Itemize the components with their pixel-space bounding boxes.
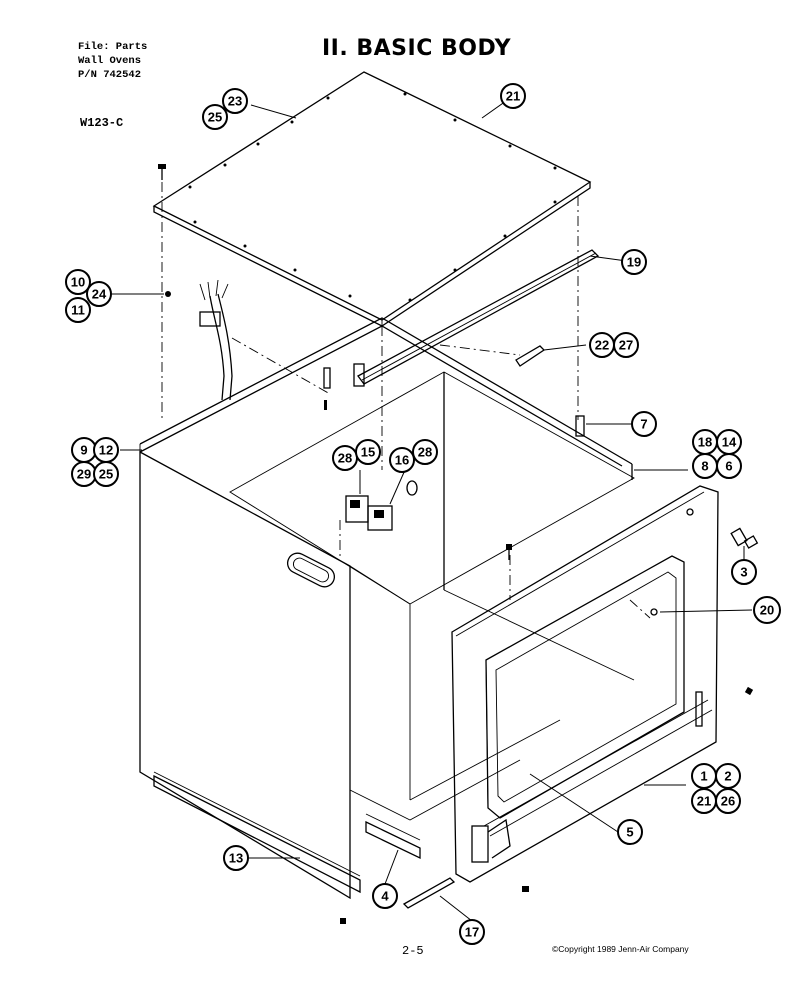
callout-label: 13 bbox=[229, 851, 243, 866]
page-number: 2-5 bbox=[402, 944, 424, 958]
callout-16: 16 bbox=[389, 447, 415, 473]
page-title: II. BASIC BODY bbox=[322, 36, 512, 61]
callout-label: 1 bbox=[700, 769, 707, 784]
trim-strip bbox=[402, 877, 456, 909]
screw-right bbox=[744, 686, 754, 696]
product-line: Wall Ovens bbox=[78, 55, 142, 67]
callout-14: 14 bbox=[716, 429, 742, 455]
callout-26: 26 bbox=[715, 788, 741, 814]
callout-label: 8 bbox=[701, 459, 708, 474]
callout-18: 18 bbox=[692, 429, 718, 455]
callout-28: 28 bbox=[332, 445, 358, 471]
callout-25: 25 bbox=[202, 104, 228, 130]
callout-22: 22 bbox=[589, 332, 615, 358]
callout-label: 7 bbox=[640, 417, 647, 432]
callout-label: 26 bbox=[721, 794, 735, 809]
callout-4: 4 bbox=[372, 883, 398, 909]
model-number: W123-C bbox=[80, 116, 124, 130]
knob-part bbox=[730, 527, 759, 549]
callout-label: 18 bbox=[698, 435, 712, 450]
callout-27: 27 bbox=[613, 332, 639, 358]
callout-label: 29 bbox=[77, 467, 91, 482]
slot-plate bbox=[323, 367, 331, 410]
callout-5: 5 bbox=[617, 819, 643, 845]
callout-12: 12 bbox=[93, 437, 119, 463]
callout-24: 24 bbox=[86, 281, 112, 307]
callout-label: 16 bbox=[395, 453, 409, 468]
callout-25-b: 25 bbox=[93, 461, 119, 487]
callout-label: 25 bbox=[208, 110, 222, 125]
callout-label: 2 bbox=[724, 769, 731, 784]
callout-label: 11 bbox=[71, 303, 85, 318]
callout-label: 20 bbox=[760, 603, 774, 618]
callout-6: 6 bbox=[716, 453, 742, 479]
callout-10: 10 bbox=[65, 269, 91, 295]
callout-label: 28 bbox=[338, 451, 352, 466]
callout-label: 4 bbox=[381, 889, 389, 904]
callout-7: 7 bbox=[631, 411, 657, 437]
callout-23: 23 bbox=[222, 88, 248, 114]
callout-28-b: 28 bbox=[412, 439, 438, 465]
cabinet-frame bbox=[139, 317, 635, 900]
callout-label: 21 bbox=[506, 89, 520, 104]
bracket-7 bbox=[575, 415, 585, 437]
leader-lines bbox=[112, 95, 753, 922]
file-line: File: Parts bbox=[78, 41, 148, 53]
callout-label: 19 bbox=[627, 255, 641, 270]
callout-label: 22 bbox=[595, 338, 609, 353]
callout-label: 27 bbox=[619, 338, 633, 353]
screw-bottom bbox=[340, 886, 529, 924]
callout-9: 9 bbox=[71, 437, 97, 463]
top-rail bbox=[353, 249, 600, 387]
part-number-line: P/N 742542 bbox=[78, 69, 142, 81]
callout-19: 19 bbox=[621, 249, 647, 275]
callout-11: 11 bbox=[65, 297, 91, 323]
callout-label: 21 bbox=[697, 794, 711, 809]
screw-front bbox=[506, 544, 512, 560]
callout-21: 21 bbox=[500, 83, 526, 109]
callout-label: 15 bbox=[361, 445, 375, 460]
copyright-notice: ©Copyright 1989 Jenn-Air Company bbox=[552, 944, 689, 954]
callout-8: 8 bbox=[692, 453, 718, 479]
callout-label: 17 bbox=[465, 925, 479, 940]
callout-15: 15 bbox=[355, 439, 381, 465]
callout-label: 6 bbox=[725, 459, 732, 474]
callout-21-b: 21 bbox=[691, 788, 717, 814]
callout-label: 28 bbox=[418, 445, 432, 460]
callout-3: 3 bbox=[731, 559, 757, 585]
top-screw bbox=[158, 164, 166, 180]
callout-17: 17 bbox=[459, 919, 485, 945]
front-frame bbox=[451, 485, 719, 883]
callout-label: 24 bbox=[92, 287, 107, 302]
callout-label: 10 bbox=[71, 275, 85, 290]
callout-label: 5 bbox=[626, 825, 633, 840]
callout-1: 1 bbox=[691, 763, 717, 789]
callout-label: 9 bbox=[80, 443, 87, 458]
callout-label: 12 bbox=[99, 443, 113, 458]
callout-label: 25 bbox=[99, 467, 113, 482]
callout-2: 2 bbox=[715, 763, 741, 789]
callout-label: 14 bbox=[722, 435, 737, 450]
wire-harness bbox=[165, 279, 233, 401]
callout-13: 13 bbox=[223, 845, 249, 871]
callout-29: 29 bbox=[71, 461, 97, 487]
callout-20: 20 bbox=[753, 596, 781, 624]
callout-label: 23 bbox=[228, 94, 242, 109]
terminal-blocks bbox=[345, 480, 418, 531]
callout-label: 3 bbox=[740, 565, 747, 580]
